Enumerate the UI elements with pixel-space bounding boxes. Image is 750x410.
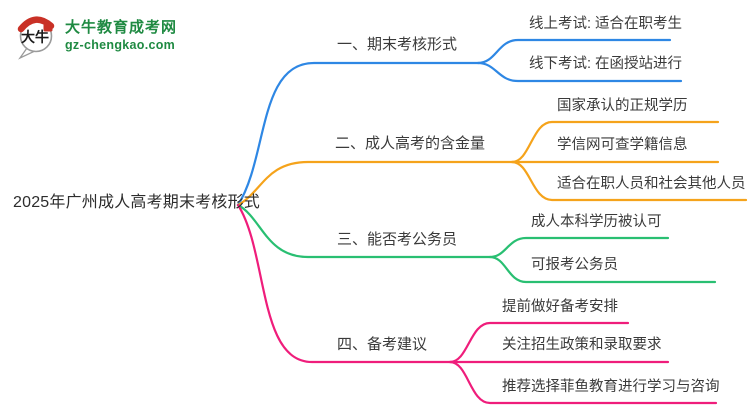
branch1-child2-node: 线下考试: 在函授站进行 [529,56,683,72]
branch1-child2-line [476,61,683,83]
logo-domain: gz-chengkao.com [65,38,176,52]
logo-title: 大牛教育成考网 [65,19,178,36]
branch4-child3-node: 推荐选择菲鱼教育进行学习与咨询 [502,379,720,395]
branch3-child2-node: 可报考公务员 [531,257,618,273]
branch2-line [236,160,514,207]
branch3-child1-line [488,236,670,259]
branch2-child1-node: 国家承认的正规学历 [557,98,688,114]
branch4-line [236,203,452,364]
branch3-line [236,203,492,259]
branch2-node: 二、成人高考的含金量 [335,135,486,152]
branch1-node: 一、期末考核形式 [337,36,458,53]
branch4-child2-node: 关注招生政策和录取要求 [502,337,662,353]
branch4-node: 四、备考建议 [337,336,428,353]
branch1-child1-line [476,38,672,65]
branch4-child1-node: 提前做好备考安排 [502,299,618,315]
logo-text-block: 大牛教育成考网 gz-chengkao.com [65,10,177,52]
branch3-child1-node: 成人本科学历被认可 [531,214,662,230]
root-node: 2025年广州成人高考期末考核形式 [13,194,260,211]
branch1-line [236,61,480,207]
branch2-child1-line [510,120,720,164]
branch3-node: 三、能否考公务员 [337,231,458,248]
branch2-child2-node: 学信网可查学籍信息 [557,137,688,153]
branch2-child3-line [510,160,748,202]
logo-icon-text: 大牛 [21,29,49,45]
branch1-child1-node: 线上考试: 适合在职考生 [529,16,683,32]
branch4-child1-line [448,321,630,364]
site-logo: 大牛 大牛教育成考网 gz-chengkao.com [12,10,177,60]
branch4-child3-line [448,360,718,405]
logo-bull-icon: 大牛 [17,16,55,60]
branch3-child2-line [488,255,717,284]
branch2-child3-node: 适合在职人员和社会其他人员 [557,176,746,192]
